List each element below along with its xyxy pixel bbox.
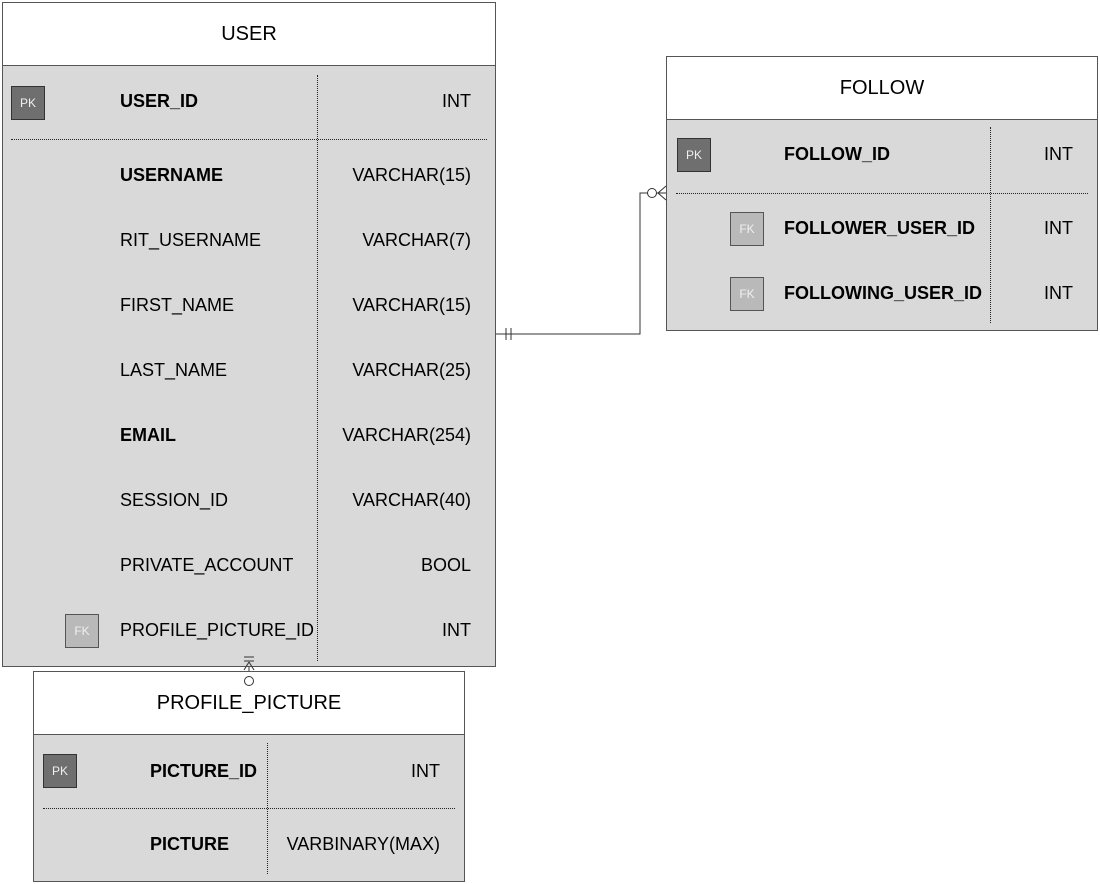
- column-name: FOLLOWER_USER_ID: [784, 218, 976, 238]
- fk-badge: FK: [65, 614, 99, 648]
- user-column-divider: [317, 75, 318, 661]
- column-name: LAST_NAME: [120, 360, 228, 380]
- column-name: FOLLOWING_USER_ID: [784, 283, 983, 303]
- column-type: VARCHAR(15): [352, 295, 471, 315]
- column-type: INT: [442, 91, 471, 111]
- user-row-session-id[interactable]: SESSION_ID VARCHAR(40): [3, 490, 495, 514]
- user-row-first-name[interactable]: FIRST_NAME VARCHAR(15): [3, 295, 495, 319]
- column-type: VARCHAR(7): [362, 230, 471, 250]
- column-name: PROFILE_PICTURE_ID: [120, 620, 315, 640]
- relationship-user-profile-picture: [243, 656, 255, 686]
- entity-follow-header: FOLLOW: [667, 57, 1097, 120]
- user-row-last-name[interactable]: LAST_NAME VARCHAR(25): [3, 360, 495, 384]
- profile-picture-row-picture-id[interactable]: PK PICTURE_ID INT: [34, 754, 464, 788]
- entity-follow-title: FOLLOW: [839, 76, 925, 99]
- follow-row-follower-user-id[interactable]: FK FOLLOWER_USER_ID INT: [667, 212, 1097, 246]
- user-row-rit-username[interactable]: RIT_USERNAME VARCHAR(7): [3, 230, 495, 254]
- pk-badge: PK: [677, 138, 711, 172]
- user-pk-divider: [11, 139, 487, 140]
- profile-picture-pk-divider: [43, 808, 455, 809]
- column-name: PRIVATE_ACCOUNT: [120, 555, 294, 575]
- follow-column-divider: [990, 127, 991, 323]
- user-row-profile-picture-id[interactable]: FK PROFILE_PICTURE_ID INT: [3, 614, 495, 648]
- entity-user-header: USER: [3, 3, 495, 66]
- entity-profile-picture-title: PROFILE_PICTURE: [156, 691, 342, 714]
- follow-row-follow-id[interactable]: PK FOLLOW_ID INT: [667, 138, 1097, 172]
- fk-badge: FK: [730, 212, 764, 246]
- column-type: VARCHAR(15): [352, 165, 471, 185]
- pk-badge: PK: [43, 754, 77, 788]
- column-name: SESSION_ID: [120, 490, 229, 510]
- column-name: PICTURE: [150, 834, 230, 854]
- profile-picture-row-picture[interactable]: PICTURE VARBINARY(MAX): [34, 834, 464, 858]
- column-type: VARCHAR(25): [352, 360, 471, 380]
- follow-row-following-user-id[interactable]: FK FOLLOWING_USER_ID INT: [667, 277, 1097, 311]
- column-name: USER_ID: [120, 91, 199, 111]
- column-type: INT: [1044, 218, 1073, 238]
- column-name: RIT_USERNAME: [120, 230, 262, 250]
- fk-badge: FK: [730, 277, 764, 311]
- column-name: EMAIL: [120, 425, 176, 445]
- column-name: FIRST_NAME: [120, 295, 235, 315]
- column-type: VARCHAR(254): [342, 425, 471, 445]
- column-type: VARCHAR(40): [352, 490, 471, 510]
- entity-follow[interactable]: FOLLOW PK FOLLOW_ID INT FK FOLLOWER_USER…: [666, 56, 1098, 331]
- user-row-user-id[interactable]: PK USER_ID INT: [3, 86, 495, 120]
- column-type: VARBINARY(MAX): [286, 834, 440, 854]
- column-type: BOOL: [420, 555, 471, 575]
- column-name: PICTURE_ID: [150, 761, 258, 781]
- column-name: USERNAME: [120, 165, 224, 185]
- column-name: FOLLOW_ID: [784, 144, 890, 164]
- entity-user[interactable]: USER PK USER_ID INT USERNAME VARCHAR(15)…: [2, 2, 496, 667]
- follow-pk-divider: [676, 193, 1088, 194]
- column-type: INT: [1044, 144, 1073, 164]
- column-type: INT: [442, 620, 471, 640]
- entity-user-title: USER: [221, 22, 277, 45]
- column-type: INT: [411, 761, 440, 781]
- pk-badge: PK: [11, 86, 45, 120]
- column-type: INT: [1044, 283, 1073, 303]
- relationship-user-follow: [496, 185, 667, 340]
- user-row-email[interactable]: EMAIL VARCHAR(254): [3, 425, 495, 449]
- user-row-username[interactable]: USERNAME VARCHAR(15): [3, 165, 495, 189]
- user-row-private-account[interactable]: PRIVATE_ACCOUNT BOOL: [3, 555, 495, 579]
